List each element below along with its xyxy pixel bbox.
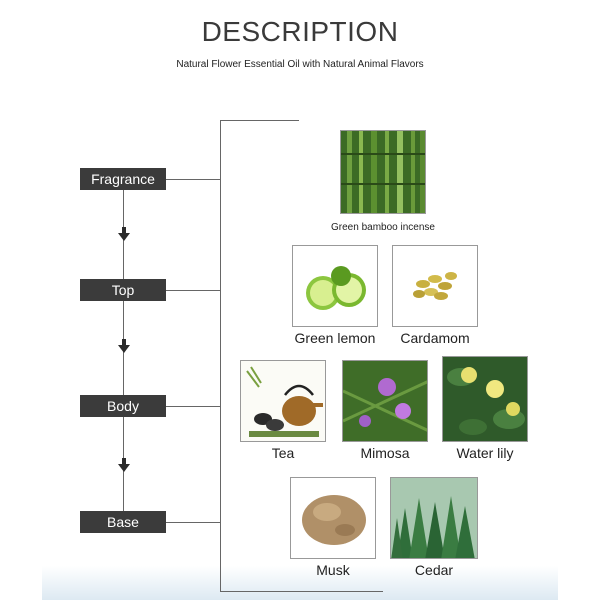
lemon-image <box>292 245 378 327</box>
stage-top: Top <box>80 279 166 301</box>
musk-image <box>290 477 376 559</box>
page-title: DESCRIPTION <box>201 16 399 47</box>
connector-fragrance <box>166 179 220 180</box>
stage-fragrance: Fragrance <box>80 168 166 190</box>
bracket-bottom-line <box>220 591 383 592</box>
stage-base: Base <box>80 511 166 533</box>
arrow-down-icon <box>118 345 130 353</box>
cedar-label: Cedar <box>414 562 454 578</box>
mimosa-image <box>342 360 428 442</box>
connector-base <box>166 522 220 523</box>
footer-gradient <box>42 566 558 600</box>
bamboo-label: Green bamboo incense <box>331 222 435 233</box>
stage-body: Body <box>80 395 166 417</box>
arrow-down-icon <box>118 233 130 241</box>
waterlily-image <box>442 356 528 442</box>
waterlily-label: Water lily <box>456 445 514 461</box>
arrow-stem-2 <box>122 339 126 345</box>
musk-label: Musk <box>316 562 350 578</box>
page-subtitle: Natural Flower Essential Oil with Natura… <box>176 59 424 70</box>
cardamom-label: Cardamom <box>400 330 470 346</box>
bracket-top-line <box>220 120 299 121</box>
lemon-label: Green lemon <box>294 330 376 346</box>
tea-label: Tea <box>271 445 295 461</box>
cardamom-image <box>392 245 478 327</box>
connector-body <box>166 406 220 407</box>
connector-top <box>166 290 220 291</box>
arrow-stem-1 <box>122 227 126 233</box>
bamboo-image <box>340 130 426 214</box>
arrow-down-icon <box>118 464 130 472</box>
mimosa-label: Mimosa <box>360 445 410 461</box>
bracket-vertical-line <box>220 120 221 591</box>
cedar-image <box>390 477 478 559</box>
tea-image <box>240 360 326 442</box>
arrow-stem-3 <box>122 458 126 464</box>
